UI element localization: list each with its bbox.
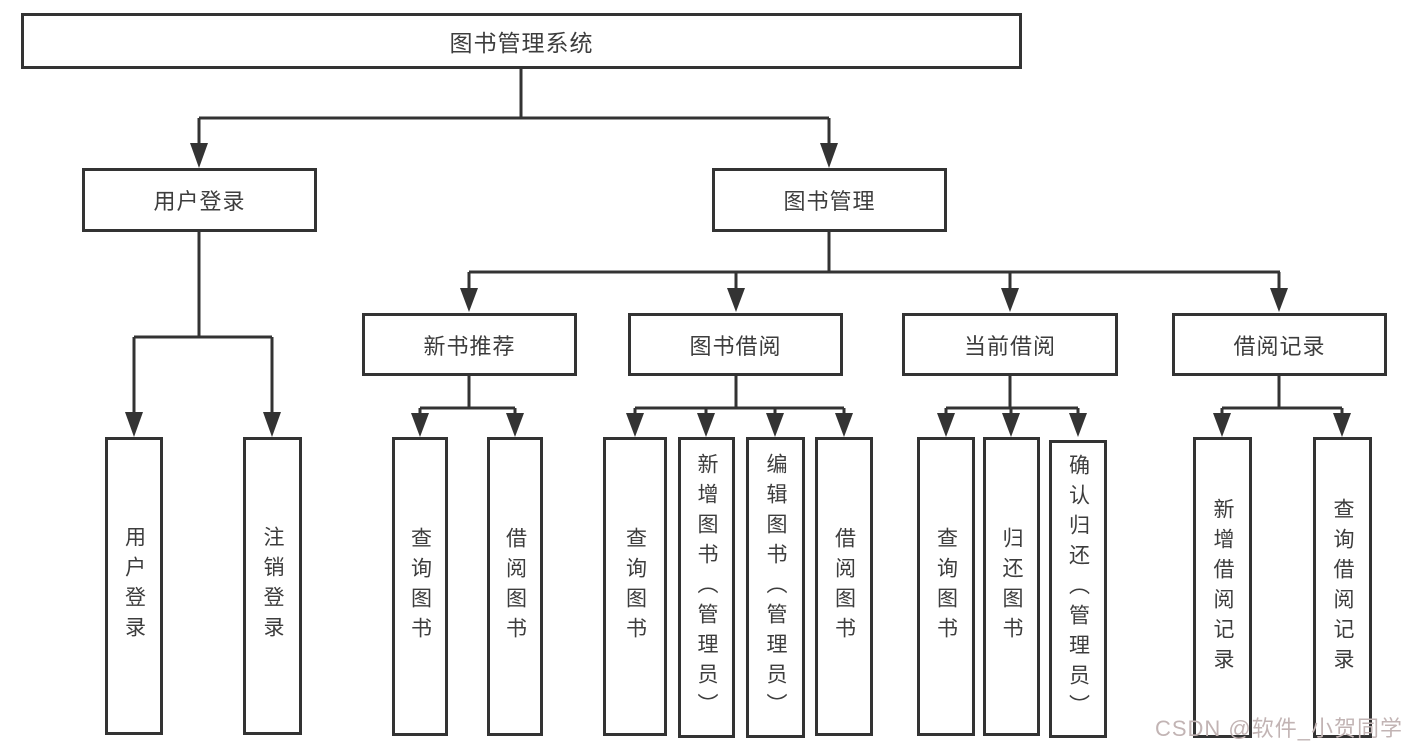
leaf-query-books-current: 查询图书 xyxy=(917,437,975,736)
node-book-management: 图书管理 xyxy=(712,168,947,232)
leaf-add-books-admin: 新增图书（管理员） xyxy=(678,437,735,738)
leaf-user-login: 用户登录 xyxy=(105,437,163,735)
leaf-query-books-newbook: 查询图书 xyxy=(392,437,448,736)
leaf-return-books: 归还图书 xyxy=(983,437,1040,736)
leaf-query-books-current-label: 查询图书 xyxy=(934,526,958,647)
node-new-book-recommend: 新书推荐 xyxy=(362,313,577,376)
leaf-return-books-label: 归还图书 xyxy=(1000,526,1023,647)
csdn-watermark: CSDN @软件_小贺同学 xyxy=(1154,716,1403,741)
node-user-login: 用户登录 xyxy=(82,168,317,232)
leaf-edit-books-admin-label: 编辑图书（管理员） xyxy=(764,452,787,723)
arrow-icon xyxy=(263,412,281,437)
arrow-icon xyxy=(125,412,143,437)
leaf-borrow-books-newbook-label: 借阅图书 xyxy=(503,526,527,647)
arrow-icon xyxy=(1001,288,1019,312)
connector-book-management-branch xyxy=(467,232,1281,290)
leaf-logout: 注销登录 xyxy=(243,437,302,735)
leaf-query-borrow-record-label: 查询借阅记录 xyxy=(1331,497,1354,678)
connector-book-borrow-branch xyxy=(633,376,846,414)
node-current-borrow: 当前借阅 xyxy=(902,313,1118,376)
arrow-icon xyxy=(1002,413,1020,437)
arrow-icon xyxy=(766,413,784,437)
leaf-query-borrow-record: 查询借阅记录 xyxy=(1313,437,1372,738)
arrow-icon xyxy=(835,413,853,437)
node-borrow-records: 借阅记录 xyxy=(1172,313,1387,376)
connector-new-book-branch xyxy=(418,376,517,414)
node-book-management-label: 图书管理 xyxy=(783,189,876,214)
arrow-icon xyxy=(506,413,524,437)
node-book-borrow-label: 图书借阅 xyxy=(689,333,782,359)
connector-root-stem xyxy=(197,69,831,146)
leaf-logout-label: 注销登录 xyxy=(261,526,284,646)
node-book-borrow: 图书借阅 xyxy=(628,313,843,376)
leaf-confirm-return-admin-label: 确认归还（管理员） xyxy=(1066,454,1090,724)
leaf-add-borrow-record: 新增借阅记录 xyxy=(1193,437,1252,738)
connector-borrow-records-branch xyxy=(1220,376,1344,414)
arrow-icon xyxy=(697,413,715,437)
leaf-edit-books-admin: 编辑图书（管理员） xyxy=(746,437,805,738)
leaf-add-borrow-record-label: 新增借阅记录 xyxy=(1211,497,1234,678)
leaf-user-login-label: 用户登录 xyxy=(122,526,146,646)
arrow-icon xyxy=(190,143,208,168)
node-new-book-recommend-label: 新书推荐 xyxy=(423,333,516,359)
arrow-icon xyxy=(937,413,955,437)
connector-paths xyxy=(132,69,1344,415)
leaf-borrow-books-label: 借阅图书 xyxy=(832,526,856,647)
arrow-icon xyxy=(411,413,429,437)
arrow-icon xyxy=(1270,288,1288,312)
leaf-add-books-admin-label: 新增图书（管理员） xyxy=(695,452,718,723)
leaf-query-books-borrow: 查询图书 xyxy=(603,437,667,736)
leaf-borrow-books-newbook: 借阅图书 xyxy=(487,437,543,736)
arrow-icon xyxy=(626,413,644,437)
leaf-query-books-borrow-label: 查询图书 xyxy=(623,526,647,647)
leaf-borrow-books: 借阅图书 xyxy=(815,437,873,736)
arrow-icon xyxy=(460,288,478,312)
arrow-icon xyxy=(727,288,745,312)
arrow-icon xyxy=(1069,413,1087,437)
node-borrow-records-label: 借阅记录 xyxy=(1233,333,1326,359)
arrow-icon xyxy=(1213,413,1231,437)
node-root-label: 图书管理系统 xyxy=(449,30,594,56)
node-user-login-label: 用户登录 xyxy=(153,189,246,214)
connector-user-login-branch xyxy=(132,232,274,415)
arrow-icon xyxy=(820,143,838,168)
node-root: 图书管理系统 xyxy=(21,13,1022,69)
arrow-icon xyxy=(1333,413,1351,437)
leaf-confirm-return-admin: 确认归还（管理员） xyxy=(1049,440,1107,738)
node-current-borrow-label: 当前借阅 xyxy=(963,333,1056,359)
arrowheads xyxy=(125,143,1351,437)
connector-current-borrow-branch xyxy=(944,376,1080,414)
leaf-query-books-newbook-label: 查询图书 xyxy=(408,526,432,647)
